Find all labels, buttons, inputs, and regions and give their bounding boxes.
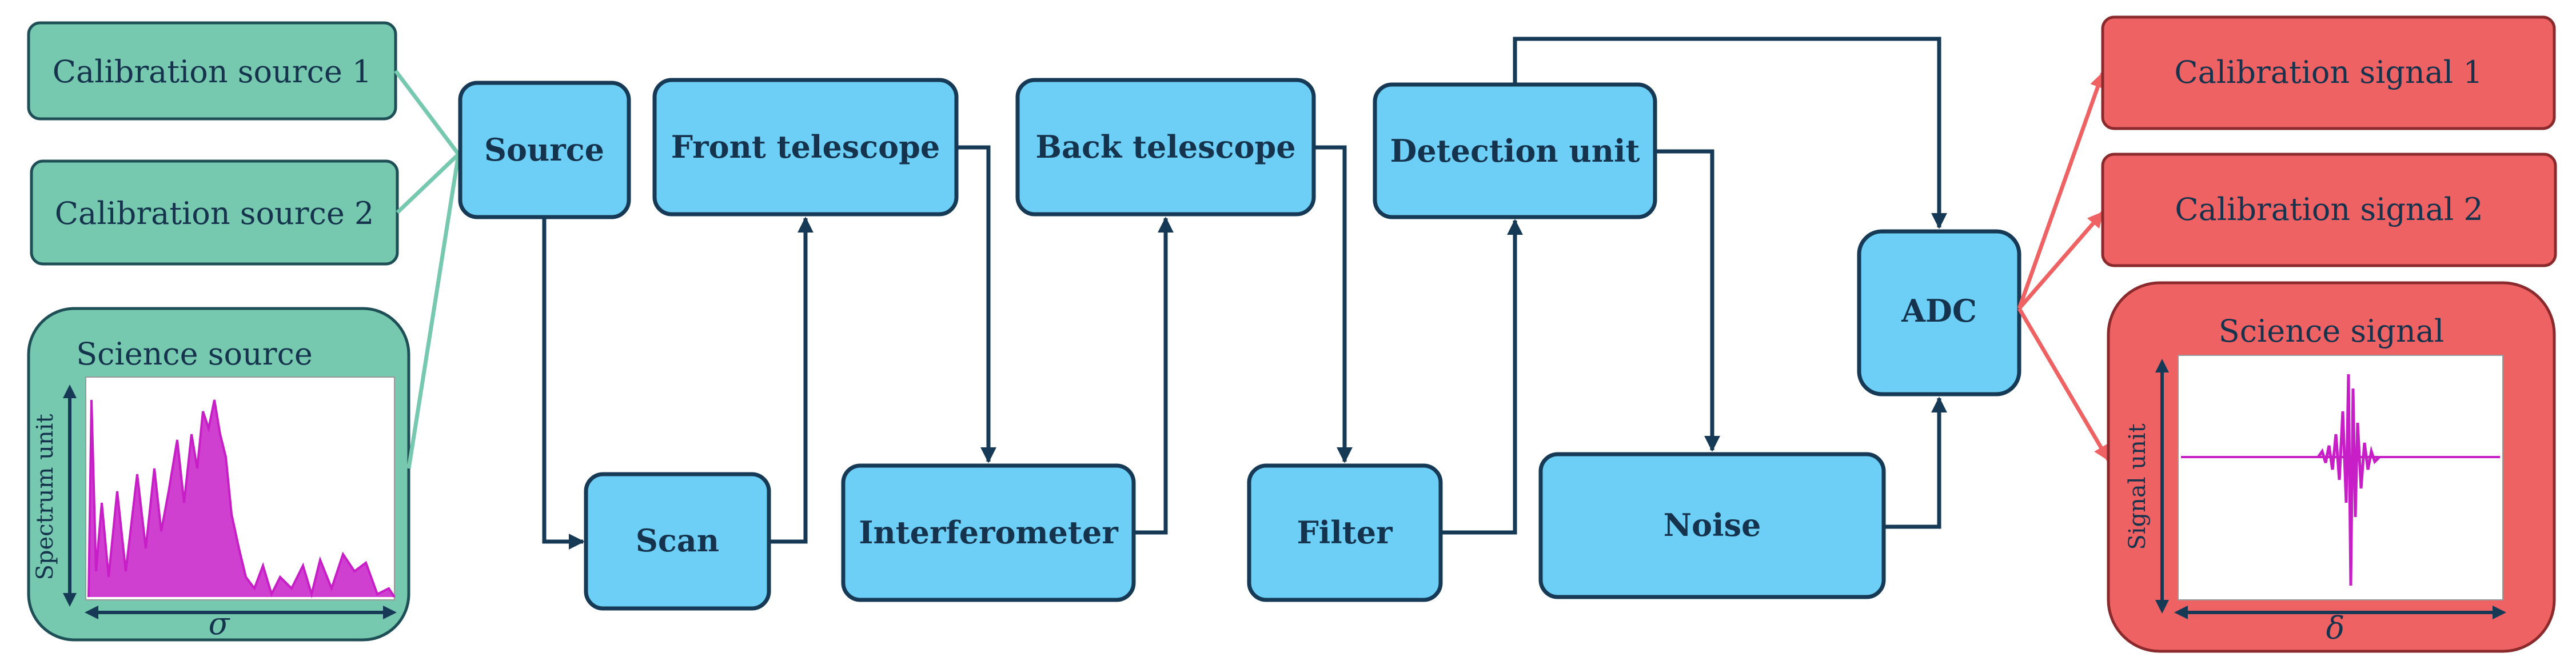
interferometer-label: Interferometer bbox=[859, 514, 1118, 551]
noise-block: Noise bbox=[1538, 452, 1886, 599]
interferometer-block: Interferometer bbox=[841, 463, 1136, 602]
spectrum-trace bbox=[87, 399, 396, 599]
calibration-source-2: Calibration source 2 bbox=[30, 159, 399, 266]
science-signal-panel: Science signal Signal unit δ bbox=[2107, 281, 2556, 653]
calibration-signal-2: Calibration signal 2 bbox=[2101, 153, 2557, 267]
calibration-signal-1: Calibration signal 1 bbox=[2101, 15, 2556, 130]
delta-symbol: δ bbox=[2326, 610, 2345, 646]
spectrum-axis-label: Spectrum unit bbox=[32, 414, 58, 580]
science-signal-label: Science signal bbox=[2219, 313, 2444, 349]
detection-unit-label: Detection unit bbox=[1390, 133, 1640, 169]
source-label: Source bbox=[484, 131, 604, 168]
front-telescope-label: Front telescope bbox=[671, 129, 940, 165]
source-block: Source bbox=[458, 81, 631, 219]
filter-label: Filter bbox=[1297, 514, 1393, 551]
science-source-label: Science source bbox=[76, 336, 313, 372]
science-source-panel: Science source Spectrum unit σ bbox=[27, 307, 410, 642]
calibration-source-1-label: Calibration source 1 bbox=[53, 54, 372, 90]
calibration-source-2-label: Calibration source 2 bbox=[55, 195, 374, 231]
signal-axis-label: Signal unit bbox=[2124, 423, 2151, 550]
filter-block: Filter bbox=[1247, 463, 1443, 602]
calibration-signal-2-label: Calibration signal 2 bbox=[2175, 191, 2483, 227]
scan-label: Scan bbox=[636, 522, 719, 559]
back-telescope-label: Back telescope bbox=[1035, 129, 1295, 165]
adc-label: ADC bbox=[1901, 293, 1977, 329]
input-connectors bbox=[394, 69, 461, 469]
output-connectors bbox=[2017, 71, 2111, 462]
interferogram-trace bbox=[2316, 374, 2380, 586]
calibration-source-1: Calibration source 1 bbox=[27, 21, 397, 121]
noise-label: Noise bbox=[1664, 507, 1761, 543]
back-telescope-block: Back telescope bbox=[1015, 78, 1316, 217]
signal-connectors bbox=[542, 37, 1947, 550]
sigma-symbol: σ bbox=[209, 606, 231, 642]
adc-block: ADC bbox=[1857, 229, 2021, 396]
scan-block: Scan bbox=[584, 472, 771, 611]
front-telescope-block: Front telescope bbox=[652, 78, 959, 217]
detection-unit-block: Detection unit bbox=[1373, 82, 1657, 219]
calibration-signal-1-label: Calibration signal 1 bbox=[2174, 54, 2482, 90]
